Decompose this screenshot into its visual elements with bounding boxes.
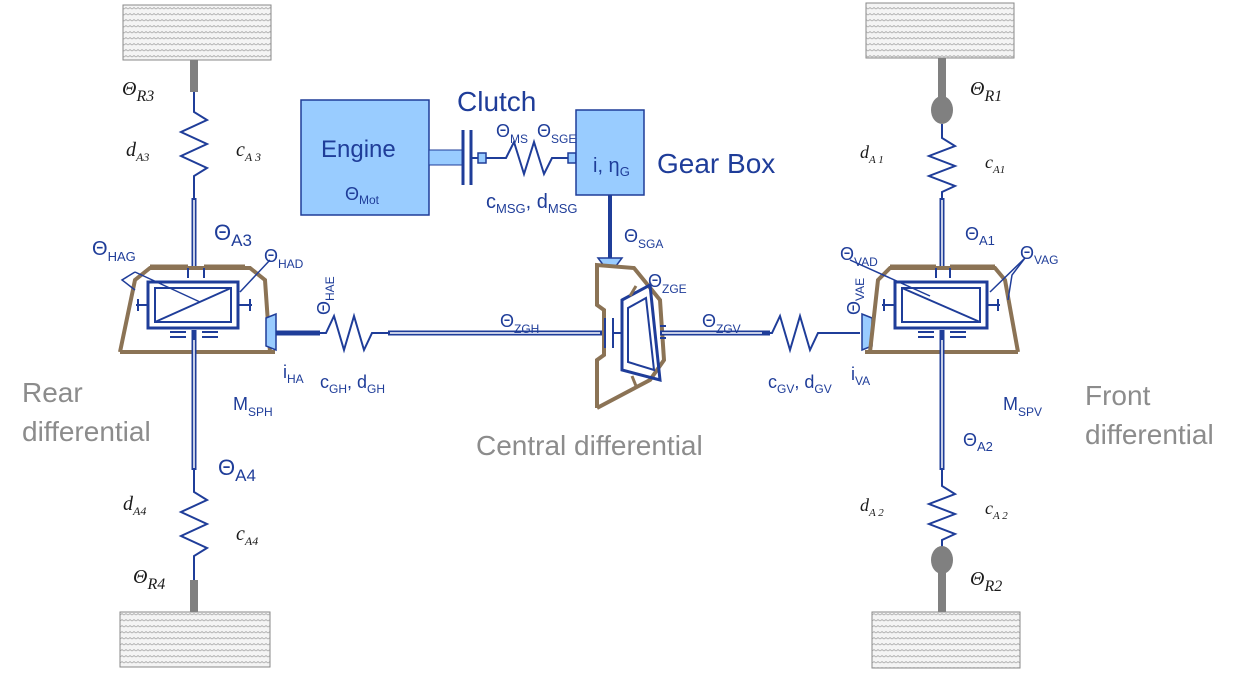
theta-hag-label: ΘHAG	[92, 238, 136, 264]
gearbox-ratio: i, ηG	[593, 155, 630, 179]
theta-sge-label: ΘSGE	[537, 121, 576, 146]
spring-gh	[318, 312, 388, 354]
wheel-r1	[865, 2, 1015, 124]
m-spv-label: MSPV	[1003, 394, 1042, 419]
c-a4-label: cA4	[236, 523, 258, 548]
c-msg-label: cMSG, dMSG	[486, 191, 578, 216]
c-a2-label: cA 2	[985, 498, 1008, 522]
engine-shaft	[428, 149, 464, 166]
clutch-title: Clutch	[457, 86, 536, 117]
c-a3-label: cA 3	[236, 139, 261, 164]
c-gv-label: cGV, dGV	[768, 372, 832, 396]
theta-a3-label: ΘA3	[214, 220, 252, 250]
theta-sga-label: ΘSGA	[624, 226, 663, 251]
gearbox-title: Gear Box	[657, 148, 775, 179]
front-differential-housing	[849, 257, 1026, 354]
engine-title: Engine	[321, 136, 396, 163]
central-differential-title: Central differential	[476, 430, 703, 461]
theta-zgh-label: ΘZGH	[500, 311, 539, 336]
wheel-r2	[871, 546, 1021, 669]
spring-a4	[178, 470, 210, 580]
gearbox-box	[575, 109, 645, 196]
theta-ms-label: ΘMS	[496, 121, 528, 146]
spring-a3	[178, 92, 210, 198]
theta-hae-label: ΘHAE	[314, 276, 337, 315]
d-a1-label: dA 1	[860, 142, 884, 166]
theta-vad-label: ΘVAD	[840, 244, 878, 269]
rear-differential-title-2: differential	[22, 416, 151, 447]
theta-vae-label: ΘVAE	[844, 278, 867, 315]
clutch-plates	[461, 130, 487, 185]
theta-had-label: ΘHAD	[264, 246, 304, 271]
d-a2-label: dA 2	[860, 495, 884, 519]
theta-a4-label: ΘA4	[218, 455, 256, 485]
d-a3-label: dA3	[126, 139, 149, 164]
d-a4-label: dA4	[123, 493, 146, 518]
rear-differential-title-1: Rear	[22, 377, 83, 408]
theta-zge-label: ΘZGE	[648, 271, 687, 296]
engine-box	[300, 99, 430, 216]
theta-vag-label: ΘVAG	[1020, 243, 1058, 267]
rear-differential-housing	[118, 259, 275, 354]
theta-r3-label: ΘR3	[122, 78, 154, 105]
c-gh-label: cGH, dGH	[320, 372, 385, 396]
theta-r1-label: ΘR1	[970, 78, 1002, 105]
m-sph-label: MSPH	[233, 394, 273, 419]
theta-a1-label: ΘA1	[965, 224, 995, 248]
rear-bevel-gear	[265, 312, 320, 352]
front-differential-title-2: differential	[1085, 419, 1214, 450]
i-va-label: iVA	[851, 364, 870, 388]
theta-r2-label: ΘR2	[970, 568, 1002, 595]
central-differential	[595, 262, 667, 410]
i-ha-label: iHA	[283, 362, 304, 386]
spring-gv	[762, 312, 860, 354]
theta-zgv-label: ΘZGV	[702, 311, 741, 336]
theta-r4-label: ΘR4	[133, 566, 165, 593]
spring-a1	[926, 124, 958, 198]
theta-a2-label: ΘA2	[963, 430, 993, 454]
engine-theta: ΘMot	[345, 184, 380, 207]
spring-a2	[926, 470, 958, 548]
wheel-r3	[122, 4, 272, 92]
gearbox-output-shaft	[596, 195, 624, 267]
c-a1-label: cA1	[985, 152, 1005, 176]
spring-msg	[486, 138, 577, 178]
front-differential-title-1: Front	[1085, 380, 1151, 411]
wheel-r4	[119, 580, 271, 668]
